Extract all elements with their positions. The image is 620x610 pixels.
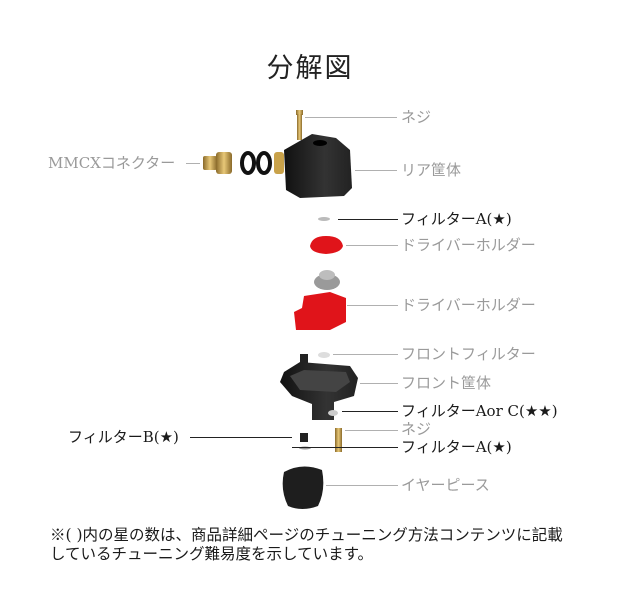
label-driver-holder-2: ドライバーホルダー — [401, 296, 536, 314]
mmcx-connector-part — [203, 151, 284, 175]
label-rear-housing: リア筐体 — [401, 161, 462, 179]
ear-piece-part — [282, 466, 324, 509]
front-housing-part — [280, 354, 358, 420]
driver-holder-1-part — [310, 236, 343, 254]
leader-filter-b — [190, 437, 292, 438]
footnote-line-1: ※( )内の星の数は、商品詳細ページのチューニング方法コンテンツに記載 — [50, 526, 563, 544]
filter-a-top-part — [318, 217, 330, 221]
label-mmcx: MMCXコネクター — [48, 154, 176, 172]
footnote-line-2: しているチューニング難易度を示しています。 — [50, 545, 374, 563]
screw-bottom-part — [335, 428, 342, 452]
label-filter-a-top: フィルターA(★) — [401, 210, 512, 228]
screw-top-part — [296, 110, 303, 140]
leader-front-housing — [360, 383, 398, 384]
label-filter-a-bottom: フィルターA(★) — [401, 438, 512, 456]
driver-holder-2-part — [294, 292, 346, 330]
leader-screw-top — [305, 117, 397, 118]
leader-driver-holder-1 — [346, 245, 398, 246]
label-filter-a-or-c: フィルターAor C(★★) — [401, 402, 558, 420]
label-ear-piece: イヤーピース — [401, 476, 490, 494]
leader-driver-holder-2 — [347, 305, 398, 306]
front-filter-part — [318, 352, 330, 358]
leader-front-filter — [333, 354, 398, 355]
leader-screw-bottom — [345, 430, 398, 431]
leader-filter-a-bottom — [292, 447, 398, 448]
label-front-filter: フロントフィルター — [401, 345, 536, 363]
label-screw-top: ネジ — [401, 108, 432, 126]
label-filter-b: フィルターB(★) — [68, 428, 179, 446]
label-screw-bottom: ネジ — [401, 420, 432, 438]
filter-a-or-c-part — [328, 410, 338, 416]
driver-part — [314, 270, 340, 290]
leader-ear-piece — [326, 485, 398, 486]
rear-housing-part — [284, 134, 352, 198]
filter-b-part — [300, 433, 308, 442]
leader-mmcx — [186, 163, 200, 164]
label-driver-holder-1: ドライバーホルダー — [401, 236, 536, 254]
leader-filter-a-or-c — [342, 411, 398, 412]
page-title: 分解図 — [266, 53, 354, 84]
leader-rear-housing — [355, 170, 397, 171]
leader-filter-a-top — [338, 219, 398, 220]
label-front-housing: フロント筐体 — [401, 374, 492, 392]
